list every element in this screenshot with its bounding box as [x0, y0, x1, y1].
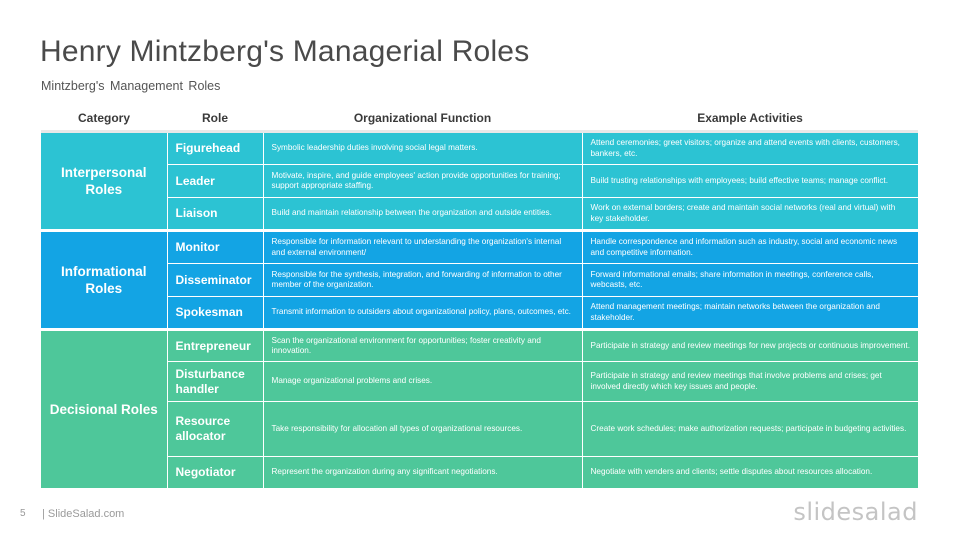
- table-row: Negotiator Represent the organization du…: [41, 456, 918, 489]
- table-header-row: Category Role Organizational Function Ex…: [41, 106, 918, 133]
- slide-title: Henry Mintzberg's Managerial Roles: [40, 35, 530, 68]
- function-cell: Transmit information to outsiders about …: [262, 296, 583, 330]
- activities-cell: Work on external borders; create and mai…: [581, 197, 918, 231]
- activities-cell: Handle correspondence and information su…: [581, 229, 918, 264]
- activities-cell: Attend ceremonies; greet visitors; organ…: [581, 131, 918, 165]
- function-cell: Motivate, inspire, and guide employees' …: [262, 164, 583, 198]
- category-decisional: Decisional Roles: [41, 328, 168, 489]
- header-function: Organizational Function: [263, 106, 582, 133]
- managerial-roles-table: Category Role Organizational Function Ex…: [41, 106, 918, 489]
- role-cell: Monitor: [166, 229, 264, 264]
- slide-subtitle: Mintzberg's Management Roles: [41, 79, 221, 93]
- header-category: Category: [41, 106, 167, 133]
- activities-cell: Build trusting relationships with employ…: [581, 164, 918, 198]
- function-cell: Represent the organization during any si…: [262, 456, 583, 489]
- table-row: Liaison Build and maintain relationship …: [41, 197, 918, 231]
- function-cell: Responsible for the synthesis, integrati…: [262, 263, 583, 297]
- table-row: Decisional Roles Entrepreneur Scan the o…: [41, 328, 918, 489]
- header-role: Role: [167, 106, 263, 133]
- table-row: Resource allocator Take responsibility f…: [41, 401, 918, 457]
- table-row: Informational Roles Monitor Responsible …: [41, 229, 918, 330]
- function-cell: Scan the organizational environment for …: [262, 328, 583, 362]
- activities-cell: Participate in strategy and review meeti…: [581, 361, 918, 402]
- function-cell: Responsible for information relevant to …: [262, 229, 583, 264]
- role-cell: Leader: [166, 164, 264, 198]
- activities-cell: Negotiate with venders and clients; sett…: [581, 456, 918, 489]
- footer-brand: | SlideSalad.com: [42, 508, 125, 520]
- slidesalad-logo: slidesalad: [793, 498, 918, 526]
- function-cell: Build and maintain relationship between …: [262, 197, 583, 231]
- role-cell: Negotiator: [166, 456, 264, 489]
- activities-cell: Forward informational emails; share info…: [581, 263, 918, 297]
- role-cell: Entrepreneur: [166, 328, 264, 362]
- header-activities: Example Activities: [582, 106, 918, 133]
- activities-cell: Attend management meetings; maintain net…: [581, 296, 918, 330]
- role-cell: Liaison: [166, 197, 264, 231]
- role-cell: Resource allocator: [166, 401, 264, 457]
- function-cell: Symbolic leadership duties involving soc…: [262, 131, 583, 165]
- role-cell: Figurehead: [166, 131, 264, 165]
- table-row: Disturbance handler Manage organizationa…: [41, 361, 918, 402]
- function-cell: Manage organizational problems and crise…: [262, 361, 583, 402]
- function-cell: Take responsibility for allocation all t…: [262, 401, 583, 457]
- category-interpersonal: Interpersonal Roles: [41, 131, 168, 231]
- table-row: Disseminator Responsible for the synthes…: [41, 263, 918, 297]
- table-row: Leader Motivate, inspire, and guide empl…: [41, 164, 918, 198]
- role-cell: Disturbance handler: [166, 361, 264, 402]
- category-informational: Informational Roles: [41, 229, 168, 330]
- table-row: Interpersonal Roles Figurehead Symbolic …: [41, 131, 918, 231]
- page-number: 5: [20, 508, 26, 519]
- activities-cell: Participate in strategy and review meeti…: [581, 328, 918, 362]
- role-cell: Spokesman: [166, 296, 264, 330]
- table-row: Spokesman Transmit information to outsid…: [41, 296, 918, 330]
- role-cell: Disseminator: [166, 263, 264, 297]
- activities-cell: Create work schedules; make authorizatio…: [581, 401, 918, 457]
